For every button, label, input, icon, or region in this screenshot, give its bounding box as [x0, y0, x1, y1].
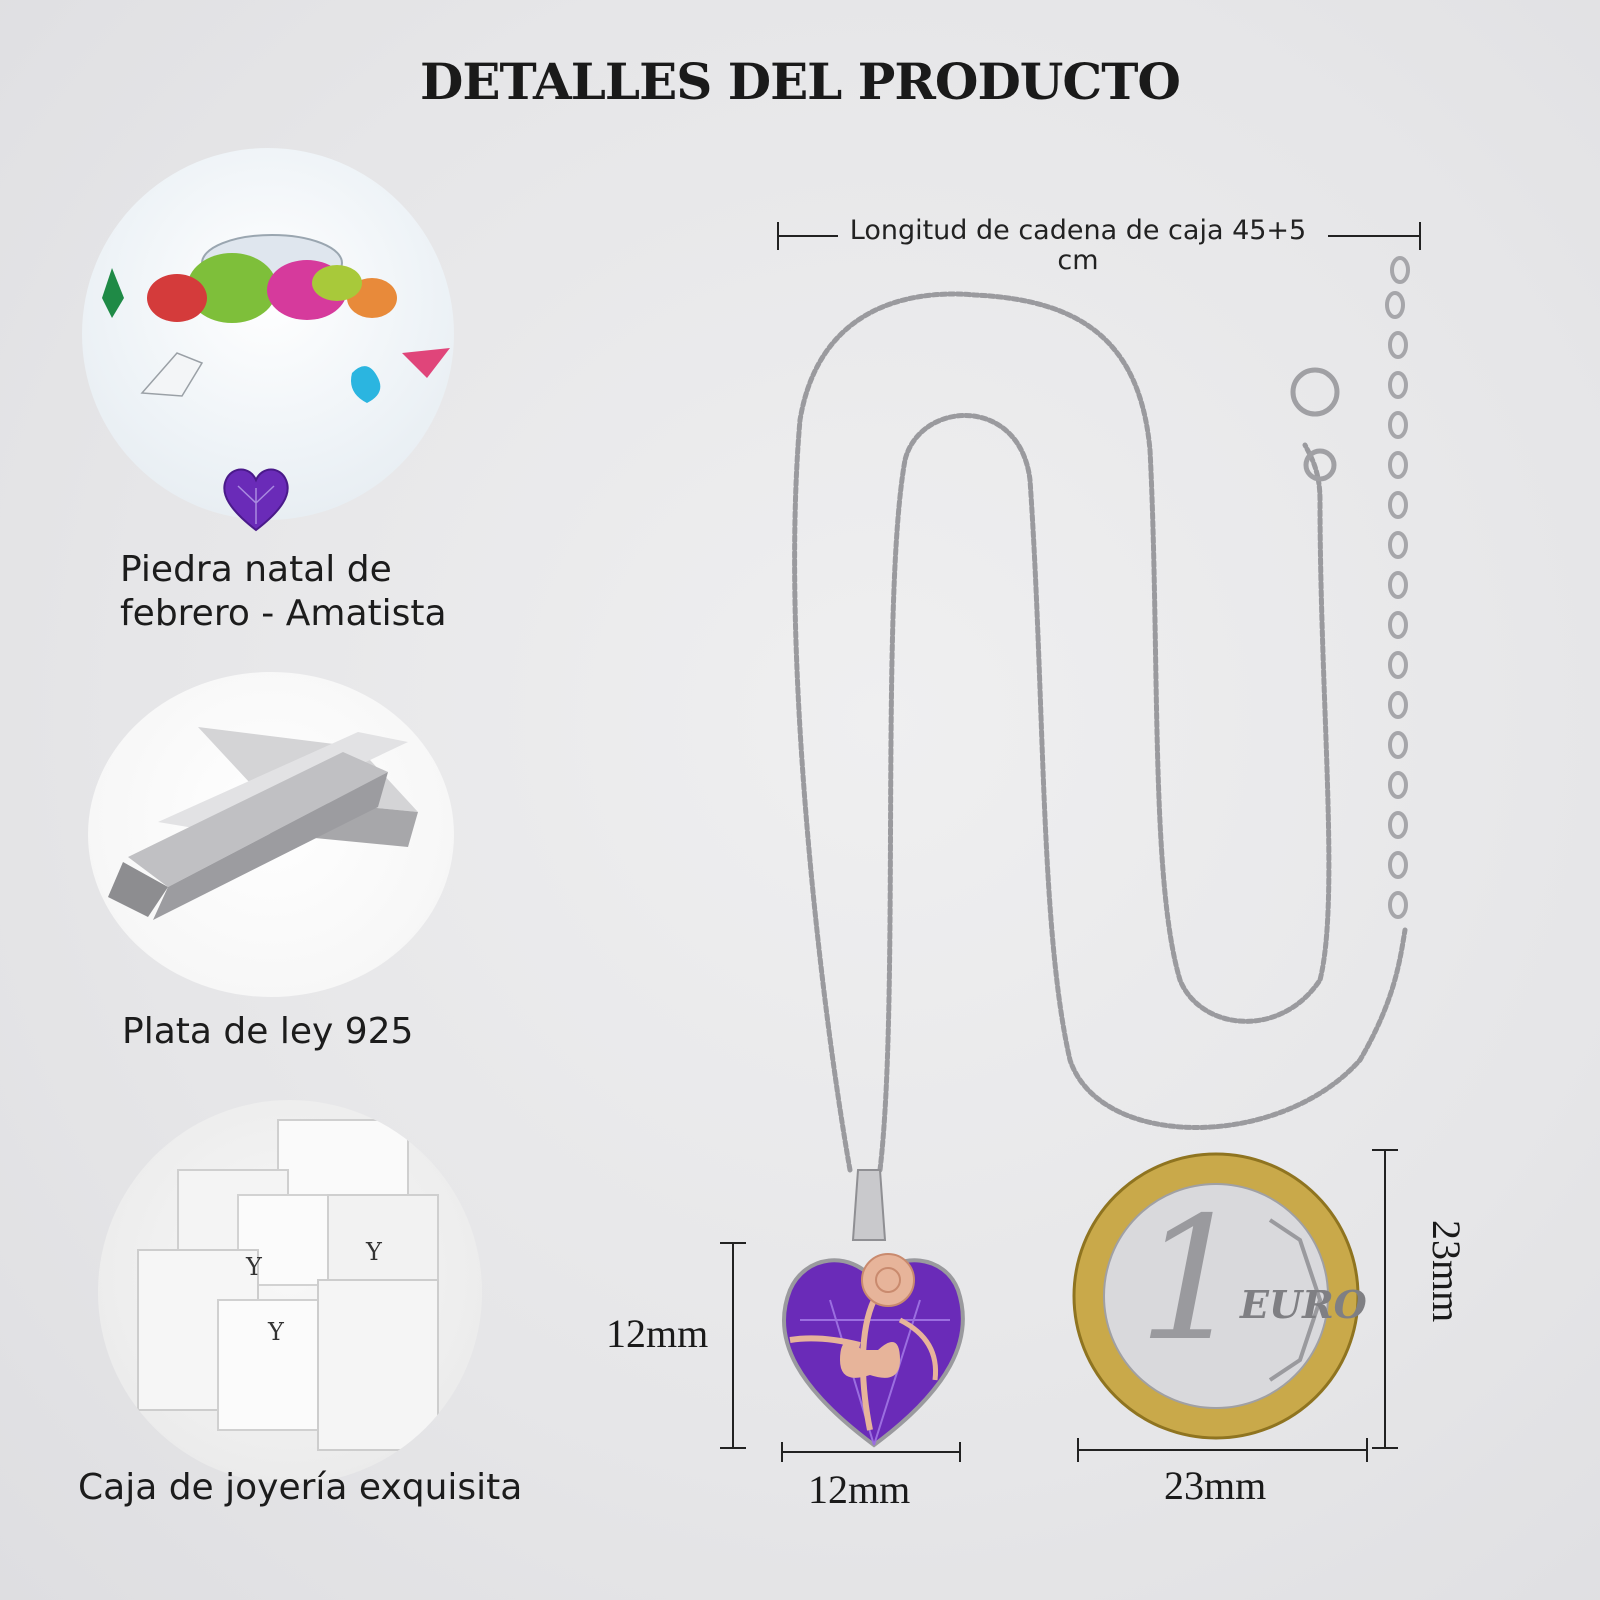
coin-width-label: 23mm	[1164, 1463, 1267, 1508]
jewelry-boxes-illustration: Y Y Y	[137, 1119, 439, 1451]
birthstone-label-line1: Piedra natal de	[120, 549, 392, 590]
chain-length-line1: Longitud de cadena de caja 45+5	[849, 215, 1307, 246]
gemstones-image	[82, 148, 454, 520]
coin-euro-text: EURO	[1240, 1282, 1367, 1327]
jewelry-boxes-image: Y Y Y	[98, 1100, 482, 1484]
jewelry-box-label: Caja de joyería exquisita	[78, 1467, 523, 1508]
silver-label: Plata de ley 925	[122, 1011, 414, 1052]
page-title: DETALLES DEL PRODUCTO	[420, 52, 1181, 111]
silver-bars-image	[88, 672, 454, 997]
pendant-width-label: 12mm	[808, 1467, 911, 1512]
coin-width-dimension	[1077, 1438, 1368, 1462]
birthstone-label-line2: febrero - Amatista	[120, 593, 447, 634]
svg-text:Y: Y	[365, 1238, 383, 1266]
coin-height-dimension	[1372, 1149, 1398, 1449]
amethyst-heart-icon	[223, 468, 289, 532]
coin-numeral: 1	[1138, 1181, 1247, 1379]
spring-clasp	[1290, 367, 1340, 482]
silver-bars-illustration	[108, 727, 418, 920]
gemstones-illustration	[102, 234, 450, 403]
chain-length-label: Longitud de cadena de caja 45+5 cm	[838, 216, 1318, 276]
svg-text:Y: Y	[245, 1253, 263, 1281]
amethyst-heart-pendant	[781, 1253, 965, 1448]
svg-text:Y: Y	[267, 1318, 285, 1346]
pendant-height-label: 12mm	[606, 1311, 709, 1356]
extender-chain	[1385, 256, 1410, 919]
coin-height-label: 23mm	[1424, 1220, 1469, 1323]
chain-length-line2: cm	[1057, 245, 1099, 276]
pendant-height-dimension	[720, 1242, 746, 1449]
pendant-width-dimension	[781, 1442, 961, 1462]
